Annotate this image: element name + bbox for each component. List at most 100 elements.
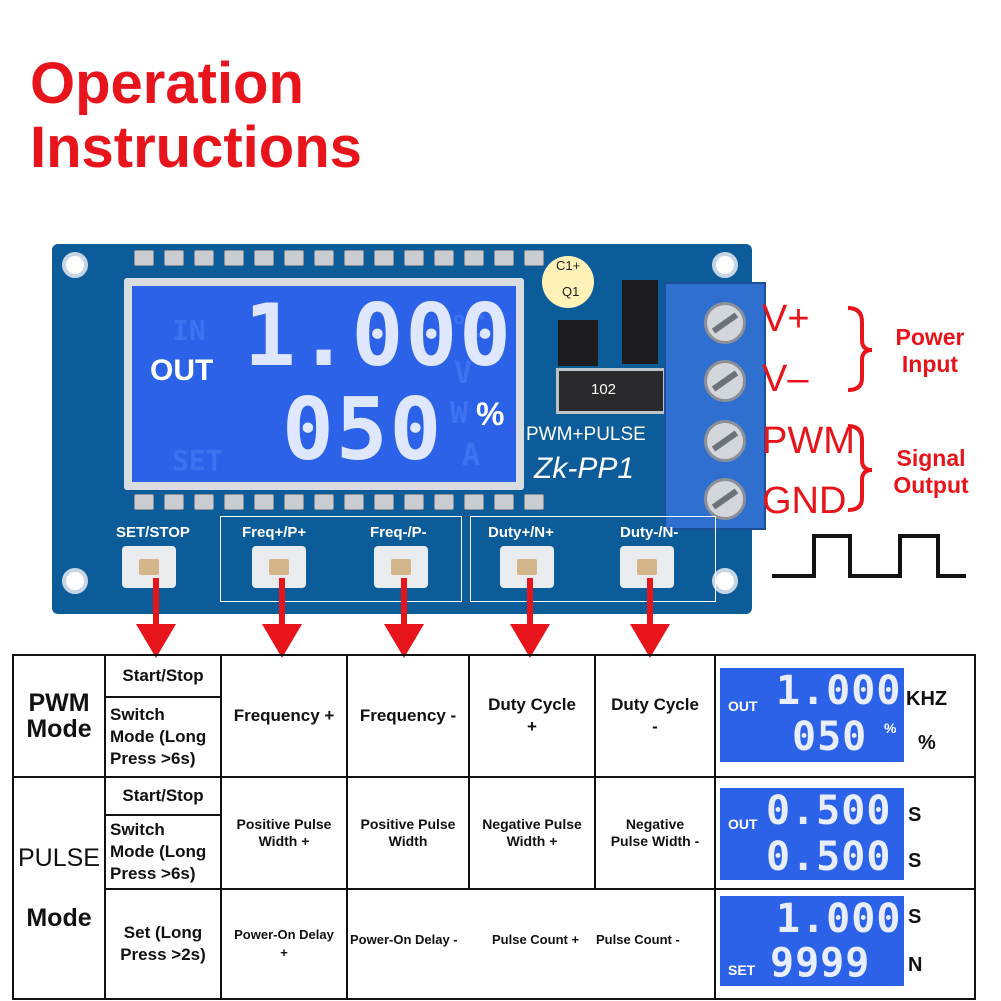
pwm-freq-plus: Frequency + [233, 706, 335, 725]
mini-bottom-value: 050 [792, 714, 868, 760]
pulse-neg-width-plus: Negative Pulse Width + [482, 816, 582, 849]
lcd-pin [494, 250, 514, 266]
set-mini-display: SET 1.000 9999 [720, 896, 904, 986]
lcd-pin [224, 494, 244, 510]
terminal-label-vminus: V– [762, 358, 809, 400]
model-line-1: PWM+PULSE [526, 424, 646, 445]
lcd-pin [434, 250, 454, 266]
lcd-pin [524, 494, 544, 510]
terminal-label-pwm: PWM [762, 420, 855, 462]
arrow-set-stop [136, 578, 176, 660]
mounting-hole [62, 252, 88, 278]
label-freq-minus: Freq-/P- [370, 524, 427, 541]
lcd-pin [164, 250, 184, 266]
model-line-2: Zk-PP1 [534, 452, 635, 485]
mini-label: OUT [728, 698, 758, 714]
lcd-pin [194, 250, 214, 266]
pwm-start-stop: Start/Stop [122, 666, 204, 685]
lcd-ghost-amp: A [462, 438, 481, 473]
pulse-mini-display: OUT 0.500 0.500 [720, 788, 904, 880]
lcd-pin [224, 250, 244, 266]
mini-top-value: 0.500 [766, 788, 892, 834]
square-wave-icon [772, 534, 966, 578]
unit-percent: % [918, 732, 936, 754]
label-duty-plus: Duty+/N+ [488, 524, 554, 541]
page-title: Operation Instructions [30, 52, 362, 180]
capacitor-pad [542, 256, 594, 308]
lcd-pin [404, 250, 424, 266]
mini-label: SET [728, 962, 756, 978]
label-duty-minus: Duty-/N- [620, 524, 679, 541]
silk-q1: Q1 [562, 284, 580, 299]
lcd-pin [254, 250, 274, 266]
lcd-pin [374, 494, 394, 510]
pwm-switch-mode: Switch Mode (Long Press >6s) [110, 705, 207, 768]
arrow-duty-plus [510, 578, 550, 660]
lcd-pin [134, 494, 154, 510]
set-count-minus: Pulse Count - [596, 931, 680, 947]
label-freq-plus: Freq+/P+ [242, 524, 307, 541]
mounting-hole [712, 252, 738, 278]
lcd-pin [494, 494, 514, 510]
title-line-1: Operation [30, 51, 304, 116]
arrow-freq-plus [262, 578, 302, 660]
pulse-neg-width-minus: Negative Pulse Width - [610, 816, 700, 849]
lcd-pin [194, 494, 214, 510]
lcd-pin [284, 250, 304, 266]
duty-minus-button[interactable] [620, 546, 674, 588]
lcd-pin [284, 494, 304, 510]
set-delay-minus: Power-On Delay - [350, 931, 458, 947]
lcd-ghost-watt: W [450, 396, 469, 431]
title-line-2: Instructions [30, 115, 362, 180]
pwm-duty-plus: Duty Cycle + [488, 695, 576, 736]
resistor-code: 102 [591, 381, 617, 398]
lcd-ghost-celsius: °C [450, 310, 487, 345]
mini-label: OUT [728, 816, 758, 832]
lcd-pin [464, 494, 484, 510]
mini-bottom-value: 0.500 [766, 834, 892, 880]
lcd-ghost-in: IN [172, 314, 206, 347]
lcd-duty-value: 050 [282, 380, 444, 480]
pwm-duty-minus: Duty Cycle - [611, 695, 699, 736]
lcd-pin [344, 494, 364, 510]
freq-button-group [220, 516, 462, 602]
power-brace [847, 306, 873, 392]
mounting-hole [62, 568, 88, 594]
signal-output-label: Signal Output [893, 445, 969, 498]
transistor-chip [558, 320, 598, 366]
lcd-pin [464, 250, 484, 266]
silk-c1: C1+ [556, 258, 581, 273]
pulse-start-stop: Start/Stop [122, 786, 204, 805]
terminal-block [664, 282, 766, 530]
mini-top-value: 1.000 [776, 668, 902, 714]
unit-seconds-top: S [908, 804, 922, 826]
lcd-ghost-set: SET [172, 444, 223, 477]
screw-terminal-gnd[interactable] [704, 478, 746, 520]
screw-terminal-vminus[interactable] [704, 360, 746, 402]
pulse-mode-label-2: Mode [26, 903, 92, 932]
arrow-duty-minus [630, 578, 670, 660]
lcd-pin [254, 494, 274, 510]
main-lcd-display: IN SET °C V W A OUT 1.000 050 % [132, 286, 516, 482]
pulse-pos-width-minus: Positive Pulse Width [360, 816, 456, 849]
pulse-pos-width-plus: Positive Pulse Width + [236, 816, 332, 849]
pwm-mini-display: OUT 1.000 050 % [720, 668, 904, 762]
screw-terminal-pwm[interactable] [704, 420, 746, 462]
mini-top-value: 1.000 [776, 896, 902, 942]
pwm-mode-label: PWM Mode [26, 689, 92, 743]
set-stop-button[interactable] [122, 546, 176, 588]
pwm-module-board: IN SET °C V W A OUT 1.000 050 % C1+ Q1 1… [52, 244, 766, 614]
pulse-mode-label: PULSE [18, 843, 100, 872]
signal-brace [847, 424, 873, 512]
unit-khz: KHZ [906, 688, 948, 710]
set-long-press: Set (Long Press >2s) [120, 923, 206, 964]
mounting-hole [712, 568, 738, 594]
unit-count: N [908, 954, 923, 976]
screw-terminal-vplus[interactable] [704, 302, 746, 344]
terminal-label-vplus: V+ [762, 298, 810, 340]
set-delay-plus: Power-On Delay + [234, 927, 334, 960]
duty-button-group [470, 516, 716, 602]
set-count-plus: Pulse Count + [492, 931, 580, 947]
unit-seconds-set: S [908, 906, 922, 928]
lcd-pin [374, 250, 394, 266]
